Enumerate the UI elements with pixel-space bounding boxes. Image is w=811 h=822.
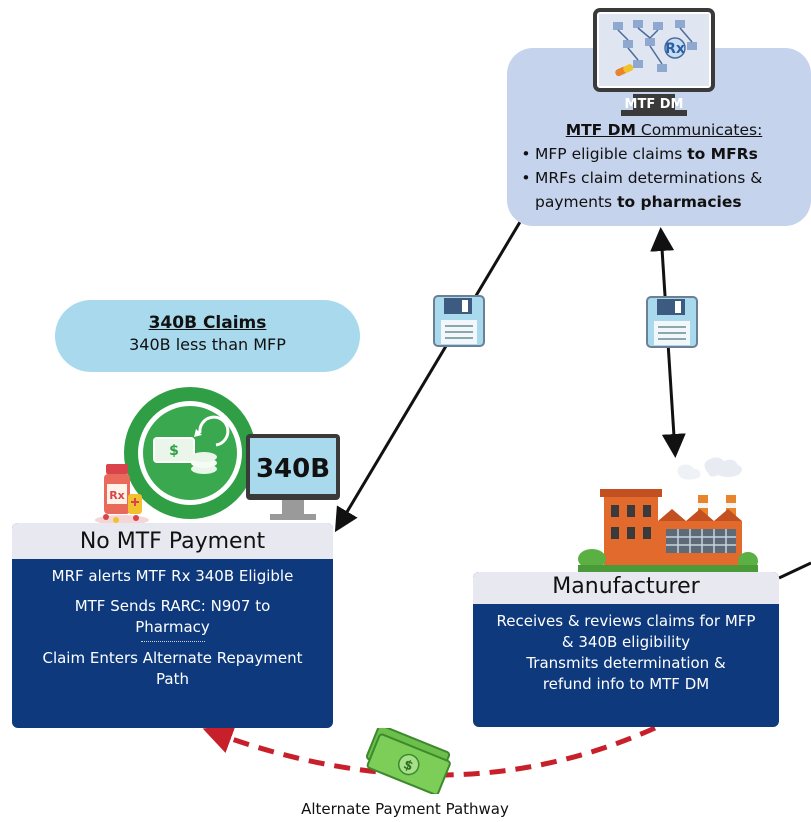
rx-label: Rx <box>665 41 685 57</box>
claims-340b-title: 340B Claims <box>148 313 267 333</box>
claims-340b-pill: 340B Claims 340B less than MFP <box>55 300 360 372</box>
line-manufacturer-right <box>778 561 811 580</box>
svg-text:$: $ <box>169 443 179 459</box>
bullet-text: MRFs claim determinations & payments <box>535 169 763 211</box>
mtf-dm-title-rest: Communicates: <box>635 121 763 139</box>
monitor-340b-label: 340B <box>256 454 330 484</box>
bullet-bold: to MFRs <box>687 145 758 163</box>
pathway-caption: Alternate Payment Pathway <box>301 800 509 818</box>
manufacturer-line: Transmits determination & refund info to… <box>526 654 726 693</box>
floppy-disk-icon <box>646 296 698 348</box>
factory-icon <box>578 457 758 573</box>
bullet-text: MFP eligible claims <box>535 145 688 163</box>
mtf-dm-text: MTF DM Communicates: • MFP eligible clai… <box>517 118 811 214</box>
no-mtf-line: Claim Enters Alternate Repayment Path <box>42 649 303 688</box>
bullet-bold: to pharmacies <box>617 193 742 211</box>
claims-340b-subtitle: 340B less than MFP <box>129 335 286 354</box>
monitor-340b-icon: 340B <box>246 434 340 520</box>
mtf-dm-bullet: • MRFs claim determinations & payments t… <box>521 169 763 211</box>
svg-text:Rx: Rx <box>109 489 125 502</box>
mtf-dm-bullet: • MFP eligible claims to MFRs <box>521 145 758 163</box>
mtf-dm-title-bold: MTF DM <box>565 121 636 139</box>
manufacturer-line: Receives & reviews claims for MFP & 340B… <box>496 612 756 651</box>
no-mtf-line: MTF Sends RARC: N907 to Pharmacy <box>74 597 271 636</box>
no-mtf-line: MRF alerts MTF Rx 340B Eligible <box>51 567 294 585</box>
mtf-dm-monitor-icon: Rx MTF DM <box>593 8 715 116</box>
divider <box>140 641 205 642</box>
medicine-bottle-icon: Rx <box>95 464 149 525</box>
no-mtf-payment-title: No MTF Payment <box>12 523 333 559</box>
floppy-disk-icon <box>433 295 485 347</box>
mtf-dm-title: MTF DM Communicates: <box>517 118 811 142</box>
arrow-mtf-to-nomtf <box>334 221 522 533</box>
manufacturer-card: Manufacturer Receives & reviews claims f… <box>473 572 779 727</box>
no-mtf-payment-card: No MTF Payment MRF alerts MTF Rx 340B El… <box>12 523 333 728</box>
mtf-dm-monitor-label: MTF DM <box>625 97 684 112</box>
manufacturer-title: Manufacturer <box>473 572 779 604</box>
money-bills-icon: $ <box>365 728 451 794</box>
money-exchange-icon: $ <box>124 387 256 519</box>
